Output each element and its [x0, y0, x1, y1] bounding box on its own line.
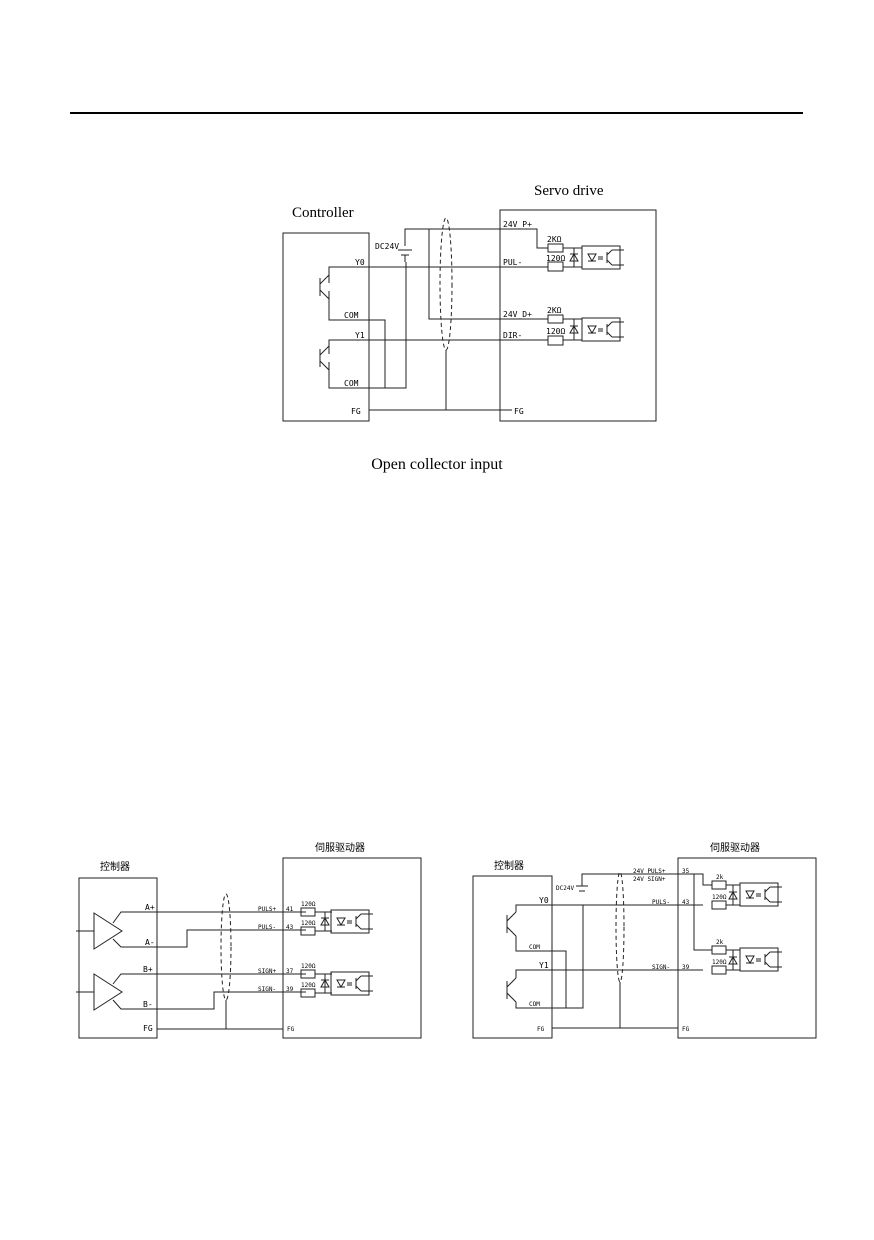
resistor-label: 2k [716, 939, 724, 946]
pin-com: COM [529, 944, 540, 951]
pin-com: COM [529, 1001, 540, 1008]
resistor-label: 2KΩ [547, 306, 562, 315]
optocoupler-icon [581, 245, 625, 270]
resistor-label: 120Ω [301, 982, 316, 989]
controller-box [282, 232, 370, 422]
pin-number: 39 [682, 964, 690, 971]
pin-sign-minus: SIGN- [258, 986, 276, 993]
shield-icon [220, 893, 232, 1001]
resistor-label: 120Ω [712, 959, 727, 966]
differential-input-diagram: 控制器 伺服驱动器 A+ A- B+ B- FG [75, 841, 422, 1039]
pin-24v-sign-plus: 24V SIGN+ [633, 876, 666, 883]
controller-label: Controller [292, 205, 354, 221]
transistor-icon [506, 911, 517, 937]
resistor-label: 120Ω [301, 920, 316, 927]
pin-sign-plus: SIGN+ [258, 968, 276, 975]
resistor-label: 120Ω [546, 327, 565, 336]
open-collector-diagram: Controller Servo drive DC24 [282, 183, 657, 422]
pin-fg: FG [143, 1024, 153, 1033]
power-label: DC24V [375, 242, 399, 251]
optocoupler-icon [330, 971, 374, 996]
transistor-icon [319, 345, 330, 371]
servo-drive-label: Servo drive [534, 183, 604, 199]
optocoupler-icon [739, 947, 783, 972]
optocoupler-icon [739, 882, 783, 907]
pin-fg: FG [514, 407, 524, 416]
pin-puls-minus: PULS- [258, 924, 276, 931]
servo-drive-box [499, 209, 657, 422]
pin-number: 41 [286, 906, 294, 913]
figure-caption: Open collector input [371, 456, 503, 473]
pin-puls-plus: PULS+ [258, 906, 276, 913]
open-collector-24v-diagram: 控制器 伺服驱动器 DC24V Y0 COM [472, 841, 817, 1039]
resistor-label: 2k [716, 874, 724, 881]
servo-drive-label: 伺服驱动器 [710, 841, 760, 854]
pin-y1: Y1 [539, 961, 549, 970]
transistor-icon [319, 274, 330, 300]
pin-number: 39 [286, 986, 294, 993]
pin-a-plus: A+ [145, 903, 155, 912]
pin-24v-p-plus: 24V_P+ [503, 220, 532, 229]
power-label: DC24V [556, 885, 574, 892]
pin-fg: FG [682, 1026, 690, 1033]
servo-drive-label: 伺服驱动器 [315, 841, 365, 854]
pin-number: 43 [286, 924, 294, 931]
pin-y0: Y0 [539, 896, 549, 905]
pin-number: 43 [682, 899, 690, 906]
line-driver-icon [75, 973, 123, 1011]
shield-icon [615, 871, 625, 983]
pin-b-minus: B- [143, 1000, 153, 1009]
pin-b-plus: B+ [143, 965, 153, 974]
pin-com: COM [344, 311, 359, 320]
resistor-label: 120Ω [546, 254, 565, 263]
resistor-label: 120Ω [712, 894, 727, 901]
resistor-label: 2KΩ [547, 235, 562, 244]
header-rule [70, 112, 803, 114]
pin-24v-puls-plus: 24V PULS+ [633, 868, 666, 875]
line-driver-icon [75, 912, 123, 950]
optocoupler-icon [581, 317, 625, 342]
shield-icon [439, 217, 453, 351]
controller-label: 控制器 [100, 860, 130, 873]
resistor-label: 120Ω [301, 901, 316, 908]
resistor-label: 120Ω [301, 963, 316, 970]
pin-dir-minus: DIR- [503, 331, 522, 340]
pin-com: COM [344, 379, 359, 388]
pin-number: 37 [286, 968, 294, 975]
pin-fg: FG [351, 407, 361, 416]
pin-number: 35 [682, 868, 690, 875]
transistor-icon [506, 977, 517, 1003]
pin-fg: FG [537, 1026, 545, 1033]
pin-fg: FG [287, 1026, 295, 1033]
pin-y1: Y1 [355, 331, 365, 340]
pin-24v-d-plus: 24V_D+ [503, 310, 532, 319]
pin-puls-minus: PULS- [652, 899, 670, 906]
pin-pul-minus: PUL- [503, 258, 522, 267]
pin-sign-minus: SIGN- [652, 964, 670, 971]
pin-y0: Y0 [355, 258, 365, 267]
optocoupler-icon [330, 909, 374, 934]
pin-a-minus: A- [145, 938, 155, 947]
controller-label: 控制器 [494, 859, 524, 872]
